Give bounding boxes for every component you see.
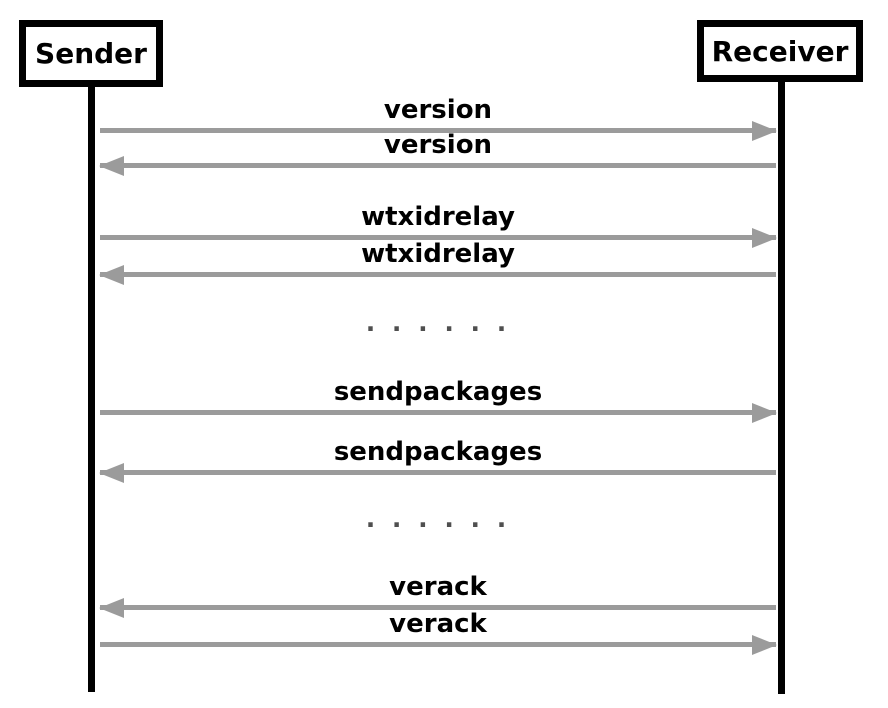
arrow-line [100,128,776,133]
message-label: sendpackages [333,377,543,407]
message-label: wtxidrelay [361,239,515,269]
arrowhead-right-icon [752,121,777,141]
arrowhead-left-icon [99,156,124,176]
message-label: verack [389,572,487,602]
arrowhead-right-icon [752,635,777,655]
ellipsis-dots: . . . . . . [365,504,511,533]
actor-box-receiver: Receiver [697,20,863,82]
message-label: verack [389,609,487,639]
lifeline-sender [88,84,95,692]
arrow-line [100,272,776,277]
arrow-line [100,410,776,415]
arrow-line [100,470,776,475]
message-label: version [383,95,493,125]
arrow-line [100,642,776,647]
actor-label-receiver: Receiver [711,34,849,68]
arrow-line [100,605,776,610]
lifeline-receiver [778,79,785,694]
actor-box-sender: Sender [19,20,163,87]
arrow-line [100,235,776,240]
message-label: sendpackages [333,437,543,467]
arrowhead-left-icon [99,265,124,285]
arrowhead-right-icon [752,403,777,423]
actor-label-sender: Sender [35,37,147,70]
arrowhead-right-icon [752,228,777,248]
message-label: wtxidrelay [361,202,515,232]
arrowhead-left-icon [99,463,124,483]
message-label: version [383,130,493,160]
ellipsis-dots: . . . . . . [365,308,511,337]
arrowhead-left-icon [99,598,124,618]
arrow-line [100,163,776,168]
